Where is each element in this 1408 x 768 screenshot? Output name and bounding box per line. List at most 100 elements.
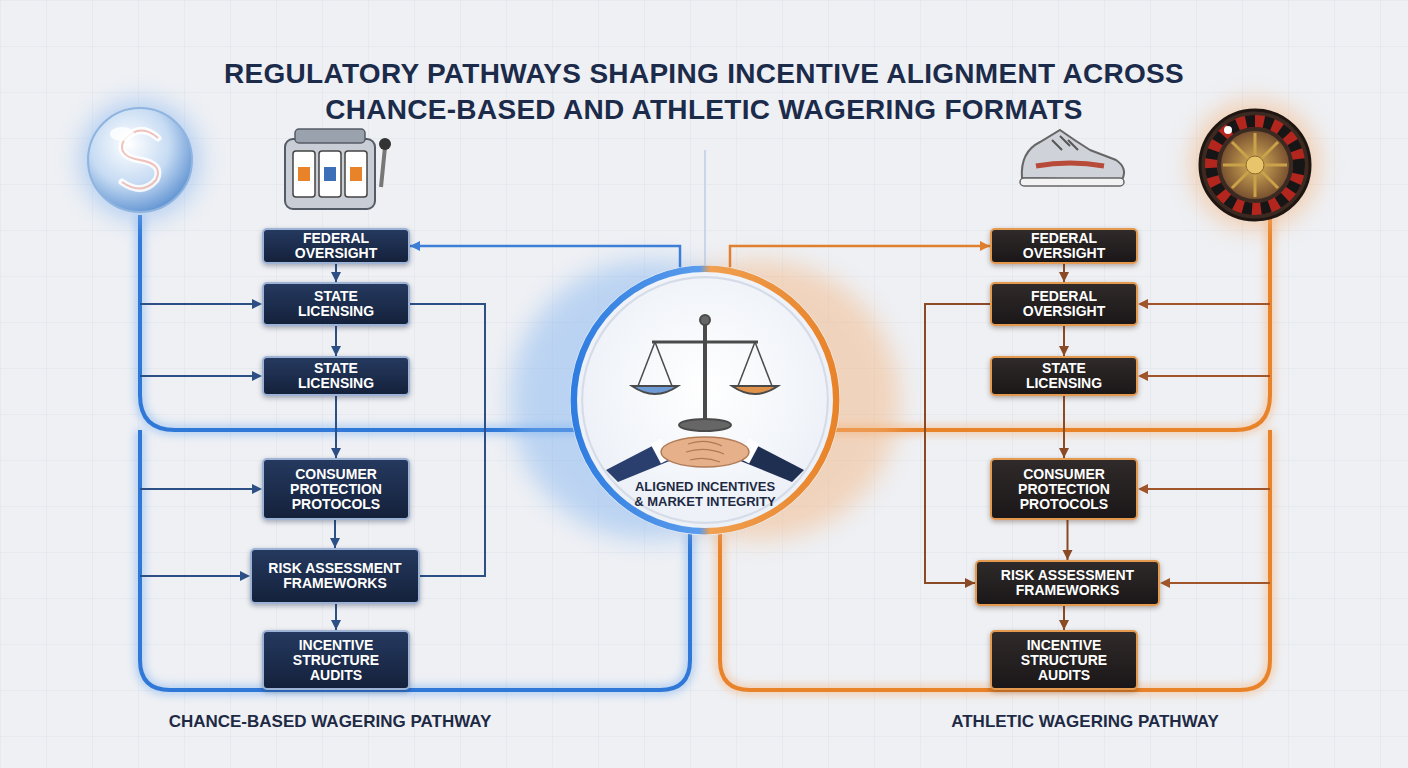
orange-feeder-arrows — [1138, 299, 1270, 588]
slot-machine-icon — [381, 147, 385, 187]
roulette-wheel-icon — [1191, 101, 1319, 229]
connector-line — [334, 520, 336, 548]
pathway-label: CHANCE-BASED WAGERING PATHWAY — [140, 712, 520, 732]
chance-process-box: FEDERAL OVERSIGHT — [262, 228, 410, 264]
connector-arrow — [331, 326, 341, 356]
arrow-head — [1059, 272, 1069, 282]
orange-feeder-arrows — [1168, 582, 1270, 584]
sneaker-icon — [1036, 163, 1104, 166]
athletic-process-box: CONSUMER PROTECTION PROTOCOLS — [990, 458, 1138, 520]
box-label: INCENTIVE STRUCTURE AUDITS — [277, 638, 395, 683]
chance-process-box: CONSUMER PROTECTION PROTOCOLS — [262, 458, 410, 520]
blue-feeder-arrows — [252, 484, 262, 494]
balance-scale-icon — [638, 342, 655, 386]
connector-line — [335, 326, 337, 356]
arrow-head — [1063, 550, 1073, 560]
roulette-wheel-icon — [1224, 126, 1232, 134]
center-beam — [700, 140, 710, 270]
connector-line — [410, 304, 485, 576]
sneaker-icon — [1022, 130, 1124, 180]
connector-line — [730, 246, 990, 267]
arrow-head — [331, 448, 341, 458]
arrow-head — [1059, 448, 1069, 458]
balance-scale-icon — [700, 315, 710, 325]
blue-feeder-arrows — [140, 575, 242, 577]
arrow-head — [331, 620, 341, 630]
balance-scale-icon — [738, 342, 755, 386]
handshake-icon — [686, 441, 724, 462]
sneaker-icon — [1052, 136, 1078, 150]
slot-machine-icon — [319, 151, 341, 197]
chance-process-box: STATE LICENSING — [262, 356, 410, 396]
connector-line — [1067, 520, 1069, 560]
box-label: CONSUMER PROTECTION PROTOCOLS — [1008, 467, 1120, 512]
connector-line — [335, 604, 337, 630]
orange-feeder-arrows — [1146, 375, 1270, 377]
balance-scale-icon — [652, 341, 758, 344]
chance-process-box: STATE LICENSING — [262, 282, 410, 326]
slot-machine-icon — [293, 151, 315, 197]
roulette-wheel-icon — [1200, 110, 1310, 220]
blue-feeder-arrows — [140, 375, 254, 377]
circle-outline — [574, 269, 836, 531]
arrow-head — [330, 538, 340, 548]
chance-process-box: INCENTIVE STRUCTURE AUDITS — [262, 630, 410, 690]
connector-arrow — [1059, 326, 1069, 356]
circle-caption: ALIGNED INCENTIVES & MARKET INTEGRITY — [630, 479, 780, 509]
balance-scale-icon — [655, 342, 672, 386]
blue-feeder-arrows — [140, 488, 254, 490]
glass-orb-icon — [80, 100, 200, 220]
arrow-head — [1059, 346, 1069, 356]
balance-scale-icon — [679, 419, 731, 431]
connector-line — [1063, 264, 1065, 282]
circle-outline — [582, 277, 828, 523]
arrow-head — [965, 578, 975, 588]
roulette-wheel-icon — [1246, 156, 1264, 174]
glass-orb-icon — [110, 127, 134, 141]
box-label: STATE LICENSING — [286, 289, 386, 319]
handshake-icon — [606, 437, 804, 482]
roulette-wheel-icon — [1211, 121, 1299, 209]
box-label: FEDERAL OVERSIGHT — [286, 231, 386, 261]
slot-machine-icon — [285, 129, 391, 209]
box-label: FEDERAL OVERSIGHT — [1014, 231, 1114, 261]
arrow-head — [331, 346, 341, 356]
athletic-process-box: RISK ASSESSMENT FRAMEWORKS — [975, 560, 1160, 606]
connector-line — [1063, 396, 1065, 458]
arrow-head — [410, 241, 420, 251]
balance-scale-icon — [632, 386, 678, 394]
balance-scale-icon — [755, 342, 772, 386]
glass-orb-icon — [88, 108, 192, 212]
chance-process-box: RISK ASSESSMENT FRAMEWORKS — [250, 548, 420, 604]
roulette-wheel-icon — [1211, 121, 1299, 209]
box-label: INCENTIVE STRUCTURE AUDITS — [1005, 638, 1123, 683]
blue-feeder-arrows — [240, 571, 250, 581]
connector-line — [410, 246, 680, 267]
roulette-wheel-icon — [1191, 101, 1319, 229]
connector-line — [335, 396, 337, 458]
balance-scale-icon — [732, 386, 778, 394]
center-circle-node: ALIGNED INCENTIVES & MARKET INTEGRITY — [570, 265, 840, 535]
athletic-process-box: FEDERAL OVERSIGHT — [990, 282, 1138, 326]
connector-arrow — [410, 304, 485, 576]
connector-arrow — [1063, 520, 1073, 560]
center-beam — [705, 140, 706, 270]
orange-feeder-arrows — [1160, 578, 1170, 588]
orange-feeder-arrows — [1138, 371, 1148, 381]
glass-orb-icon — [80, 100, 200, 220]
arrow-head — [1059, 620, 1069, 630]
box-label: STATE LICENSING — [1014, 361, 1114, 391]
slot-machine-icon — [379, 138, 391, 150]
pathway-label: ATHLETIC WAGERING PATHWAY — [895, 712, 1275, 732]
roulette-wheel-icon — [1223, 133, 1287, 197]
sneaker-icon — [1020, 130, 1124, 186]
connector-arrow — [331, 604, 341, 630]
connector-arrow — [331, 264, 341, 282]
roulette-wheel-icon — [1221, 131, 1289, 199]
connector-arrow — [1059, 396, 1069, 458]
connector-line — [335, 264, 337, 282]
connector-line — [1063, 326, 1065, 356]
